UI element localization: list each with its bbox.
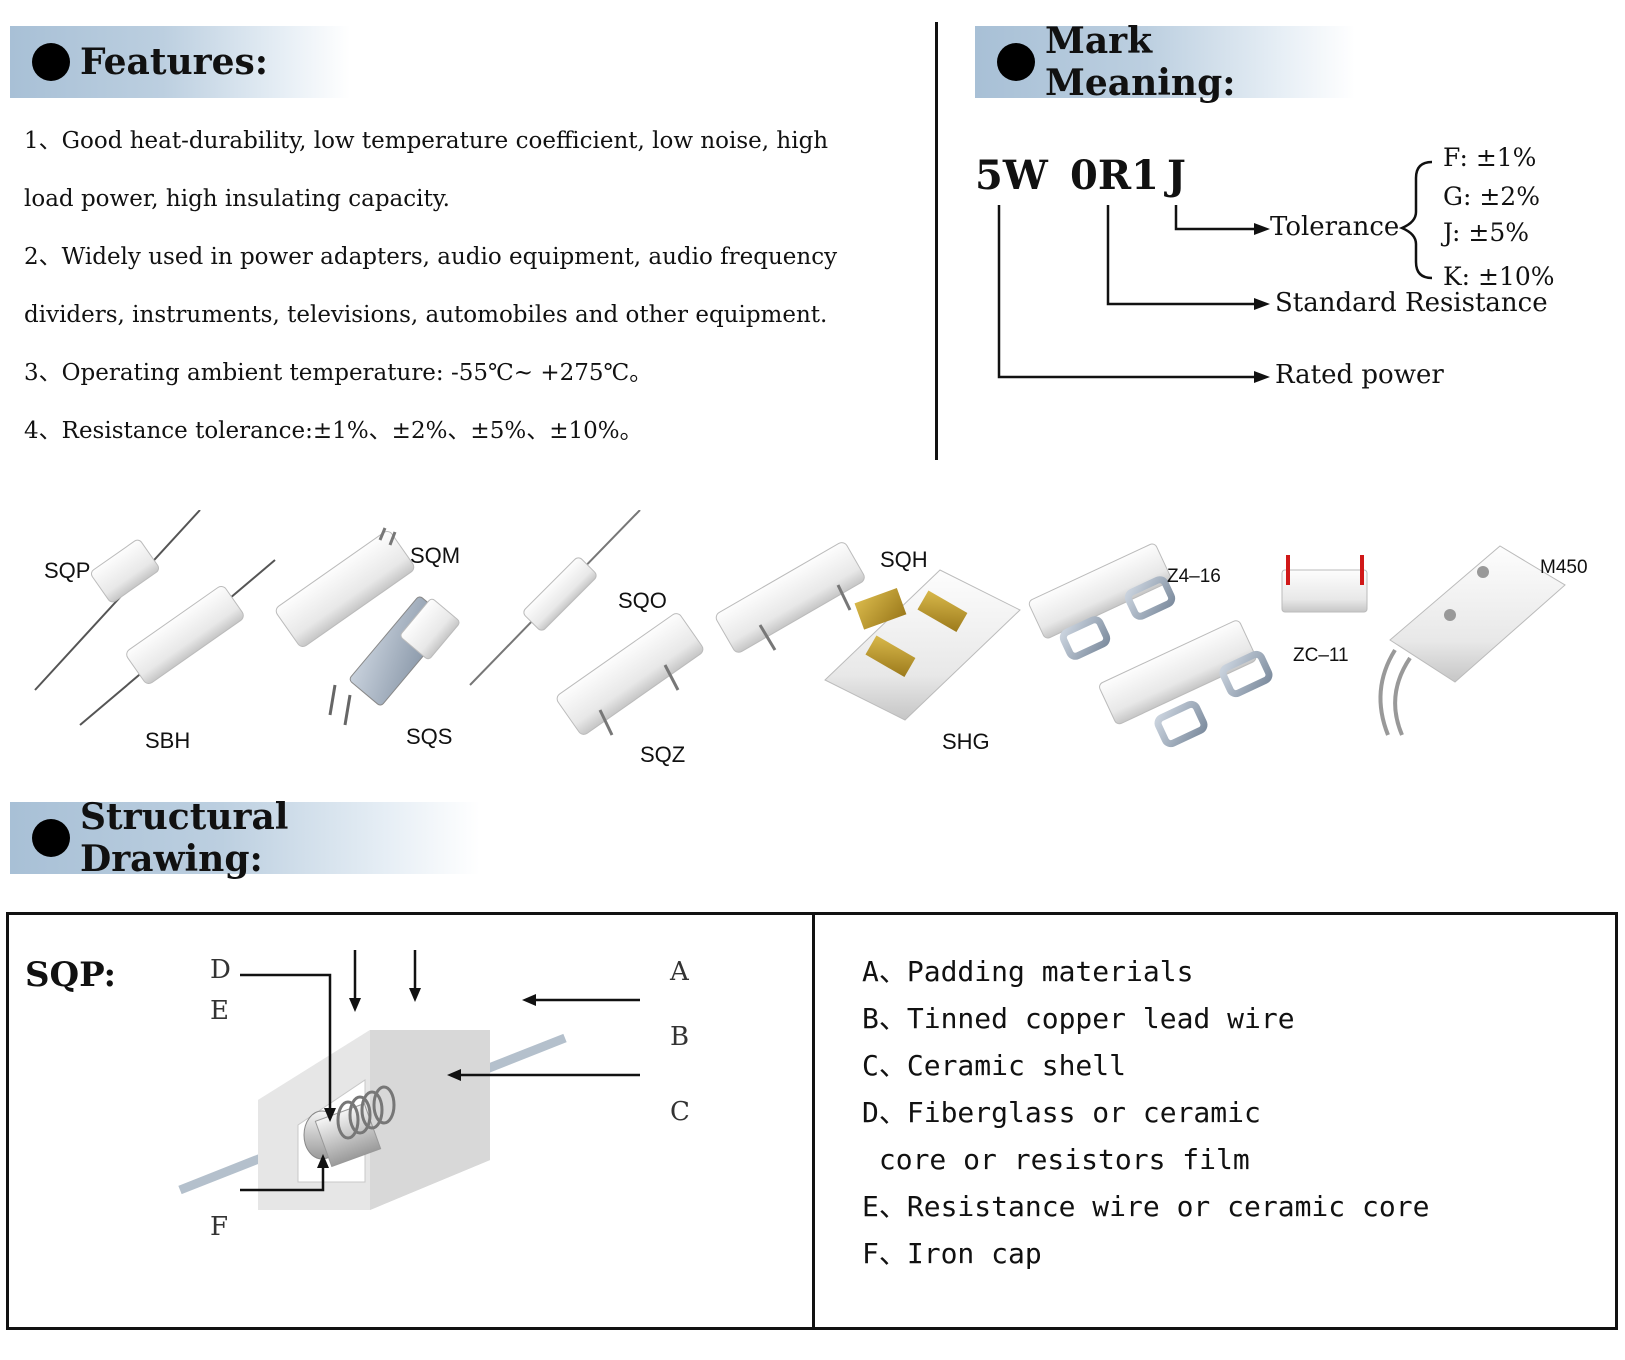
product-label-sqh: SQH [880, 547, 928, 572]
mark-meaning-title: Mark Meaning: [1045, 20, 1236, 104]
part-description: C、Ceramic shell [862, 1049, 1127, 1082]
bullet-icon [32, 819, 70, 857]
sqo-resistor [469, 510, 641, 686]
feature-line: 3、Operating ambient temperature: -55℃~ +… [24, 360, 653, 386]
features-list: 1、Good heat-durability, low temperature … [24, 112, 924, 460]
structural-drawing-title: Structural Drawing: [80, 796, 289, 880]
part-description: D、Fiberglass or ceramic [862, 1096, 1261, 1129]
tolerance-option: G: ±2% [1443, 182, 1540, 211]
label-rated-power: Rated power [1275, 360, 1444, 390]
structural-parts-list: A、Padding materials B、Tinned copper lead… [862, 948, 1429, 1277]
product-label-sqz: SQZ [640, 742, 686, 767]
product-label-sbh: SBH [145, 728, 191, 753]
part-description: B、Tinned copper lead wire [862, 1002, 1295, 1035]
label-standard-resistance: Standard Resistance [1275, 288, 1548, 318]
tolerance-option: F: ±1% [1443, 143, 1537, 172]
sqp-model-label: SQP: [25, 955, 117, 995]
callout-a: A [670, 957, 689, 987]
product-label-sqp: SQP [44, 558, 91, 583]
callout-b: B [670, 1022, 690, 1052]
part-description: F、Iron cap [862, 1237, 1042, 1270]
m450-resistor [1378, 545, 1566, 736]
callout-d: D [210, 955, 231, 985]
product-label-zc-11: ZC–11 [1293, 645, 1349, 666]
part-description: core or resistors film [862, 1143, 1250, 1176]
product-label-sqo: SQO [618, 588, 667, 613]
product-illustrations [34, 510, 1566, 748]
code-resistance: 0R1 [1070, 152, 1159, 199]
label-tolerance: Tolerance [1270, 212, 1400, 242]
product-label-m450: M450 [1540, 557, 1588, 578]
sbh-resistor [79, 559, 276, 726]
feature-line: 4、Resistance tolerance:±1%、±2%、±5%、±10%。 [24, 418, 643, 444]
part-description: E、Resistance wire or ceramic core [862, 1190, 1430, 1223]
code-tolerance: J [1167, 152, 1186, 199]
features-header: Features: [10, 26, 350, 98]
feature-line: load power, high insulating capacity. [24, 186, 450, 212]
sqh-resistor [715, 542, 865, 653]
callout-e: E [210, 996, 229, 1026]
structural-drawing-header: Structural Drawing: [10, 796, 480, 880]
sqm-resistor [275, 527, 415, 647]
shg-resistor [824, 569, 1021, 721]
part-description: A、Padding materials [862, 955, 1194, 988]
structural-table-divider [812, 912, 815, 1330]
callout-f: F [210, 1212, 229, 1242]
sqp-resistor [34, 510, 201, 691]
feature-line: 1、Good heat-durability, low temperature … [24, 128, 829, 154]
product-label-z4-16: Z4–16 [1167, 566, 1221, 587]
z4-16-resistor [1028, 543, 1273, 748]
feature-line: dividers, instruments, televisions, auto… [24, 302, 828, 328]
feature-line: 2、Widely used in power adapters, audio e… [24, 244, 838, 270]
sqs-resistor [328, 596, 460, 726]
callout-c: C [670, 1097, 690, 1127]
product-label-shg: SHG [942, 729, 990, 754]
vertical-divider [935, 22, 938, 460]
tolerance-option: J: ±5% [1443, 218, 1529, 247]
bullet-icon [997, 43, 1035, 81]
product-label-sqs: SQS [406, 724, 453, 749]
bullet-icon [32, 43, 70, 81]
sqz-resistor [556, 613, 704, 736]
mark-meaning-header: Mark Meaning: [975, 20, 1355, 104]
product-label-sqm: SQM [410, 543, 461, 568]
tolerance-option: K: ±10% [1443, 262, 1555, 291]
zc-11-resistor [1281, 555, 1368, 613]
mark-arrows [997, 160, 1433, 383]
code-power: 5W [975, 152, 1048, 199]
sqp-structure-diagram [178, 950, 640, 1210]
features-title: Features: [80, 41, 269, 83]
